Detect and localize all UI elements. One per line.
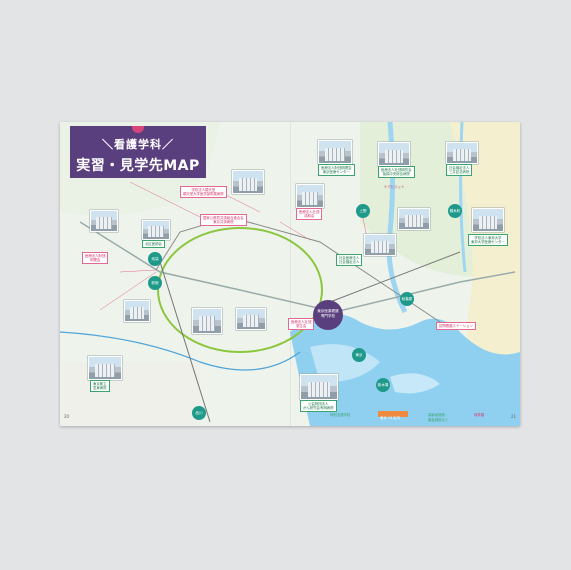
station-marker: 上野 — [356, 204, 370, 218]
hospital-photo — [296, 184, 324, 208]
facility-label: 国家公務員共済組合連合会 東京共済病院 — [200, 214, 247, 227]
hospital-photo — [192, 308, 222, 334]
facility-label: 公益財団法人 がん研究会有明病院 — [300, 400, 337, 413]
station-marker: 錦糸町 — [448, 204, 462, 218]
title-subheading: ＼看護学科／ — [102, 138, 174, 151]
school-marker: 東京医薬看護 専門学校 — [313, 300, 343, 330]
hospital-photo — [318, 140, 352, 164]
facility-label: 学校法人順天堂 順天堂大学医学部附属病院 — [180, 186, 227, 199]
station-marker: 品川 — [192, 406, 206, 420]
hospital-photo — [232, 170, 264, 194]
station-marker: 秋葉原 — [400, 292, 414, 306]
station-marker: 池袋 — [148, 252, 162, 266]
facility-label: 医療法人社団 成和会 — [296, 208, 323, 221]
legend-special-school: 特別支援学校 — [330, 413, 351, 417]
map-spread: ＼看護学科／ 実習・見学先MAP 医療法人財団明理会 東京医療センター 医療法人… — [60, 122, 520, 426]
legend-tokyo23-badge — [378, 411, 408, 417]
hospital-photo — [142, 220, 170, 240]
hospital-photo — [88, 356, 122, 380]
facility-label: ケアビジット — [384, 185, 405, 189]
hospital-photo — [300, 374, 338, 400]
legend-elderly-facilities: 高齢者施設・ 福祉施設など — [428, 413, 449, 422]
station-marker: 東京 — [352, 348, 366, 362]
hospital-photo — [364, 234, 396, 256]
nurse-cap-icon — [132, 126, 144, 133]
map-title-banner: ＼看護学科／ 実習・見学先MAP — [70, 126, 206, 178]
facility-label: 医療法人財団 明理会 — [82, 252, 109, 265]
hospital-photo — [398, 208, 430, 230]
facility-label: 東京都立 墨東病院 — [90, 380, 110, 393]
page-number-left: 20 — [64, 414, 70, 419]
facility-label: 北区医師会 — [142, 240, 165, 249]
facility-label: 医療法人社団 慈生会 — [288, 318, 315, 331]
hospital-photo — [446, 142, 478, 164]
station-marker: 新木場 — [376, 378, 390, 392]
hospital-photo — [472, 208, 504, 232]
page-fold — [290, 122, 291, 426]
facility-label: 学校法人東邦大学 東邦大学医療センター — [468, 234, 508, 247]
facility-label: 訪問看護ステーション — [436, 322, 476, 331]
station-marker: 新宿 — [148, 276, 162, 290]
hospital-photo — [124, 300, 150, 322]
page-title: 実習・見学先MAP — [76, 158, 200, 174]
page-number-right: 21 — [510, 414, 516, 419]
hospital-photo — [90, 210, 118, 232]
legend-nursery: 保育園 — [474, 413, 485, 417]
facility-label: 社会医療法人 社会福祉法人 — [336, 254, 363, 267]
facility-label: 社会福祉法人 三井記念病院 — [446, 164, 473, 177]
facility-label: 医療法人社団明芳会 板橋中央総合病院 — [378, 166, 415, 179]
facility-label: 医療法人財団明理会 東京医療センター — [318, 164, 355, 177]
legend-tokyo23: 東京 23 区内 — [380, 416, 401, 420]
hospital-photo — [378, 142, 410, 166]
hospital-photo — [236, 308, 266, 330]
